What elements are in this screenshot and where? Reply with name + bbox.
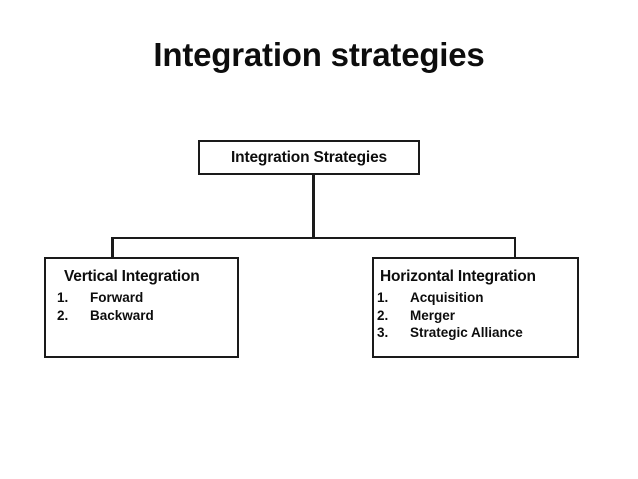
node-horizontal-label: Horizontal Integration: [380, 268, 536, 285]
node-vertical-integration: Vertical Integration 1. Forward 2. Backw…: [44, 257, 239, 358]
list-item-number: 1.: [57, 290, 69, 305]
list-item-number: 2.: [57, 307, 69, 323]
list-item-number: 1.: [377, 290, 389, 305]
list-item-number: 2.: [377, 307, 389, 323]
list-item-label: Acquisition: [410, 290, 484, 305]
node-vertical-label: Vertical Integration: [64, 268, 200, 285]
connector-root-stem: [312, 174, 315, 239]
list-item-label: Forward: [90, 290, 144, 305]
connector-horizontal-bar: [111, 236, 516, 239]
vertical-integration-list: 1. Forward 2. Backward: [46, 289, 237, 324]
node-horizontal-integration: Horizontal Integration 1. Acquisition 2.…: [372, 257, 579, 358]
list-item: 1. Forward: [46, 289, 237, 307]
list-item: 2. Backward: [46, 307, 237, 325]
node-integration-strategies: Integration Strategies: [198, 140, 420, 175]
list-item: 3. Strategic Alliance: [374, 324, 577, 342]
horizontal-integration-list: 1. Acquisition 2. Merger 3. Strategic Al…: [374, 289, 577, 342]
list-item-label: Backward: [90, 307, 154, 323]
connector-drop-left: [111, 236, 114, 259]
list-item-label: Strategic Alliance: [410, 325, 523, 340]
connector-drop-right: [513, 236, 516, 259]
list-item: 1. Acquisition: [374, 289, 577, 307]
node-root-label: Integration Strategies: [230, 148, 388, 166]
list-item-label: Merger: [410, 307, 456, 323]
list-item: 2. Merger: [374, 307, 577, 325]
list-item-number: 3.: [377, 325, 389, 340]
page-title: Integration strategies: [153, 36, 485, 73]
